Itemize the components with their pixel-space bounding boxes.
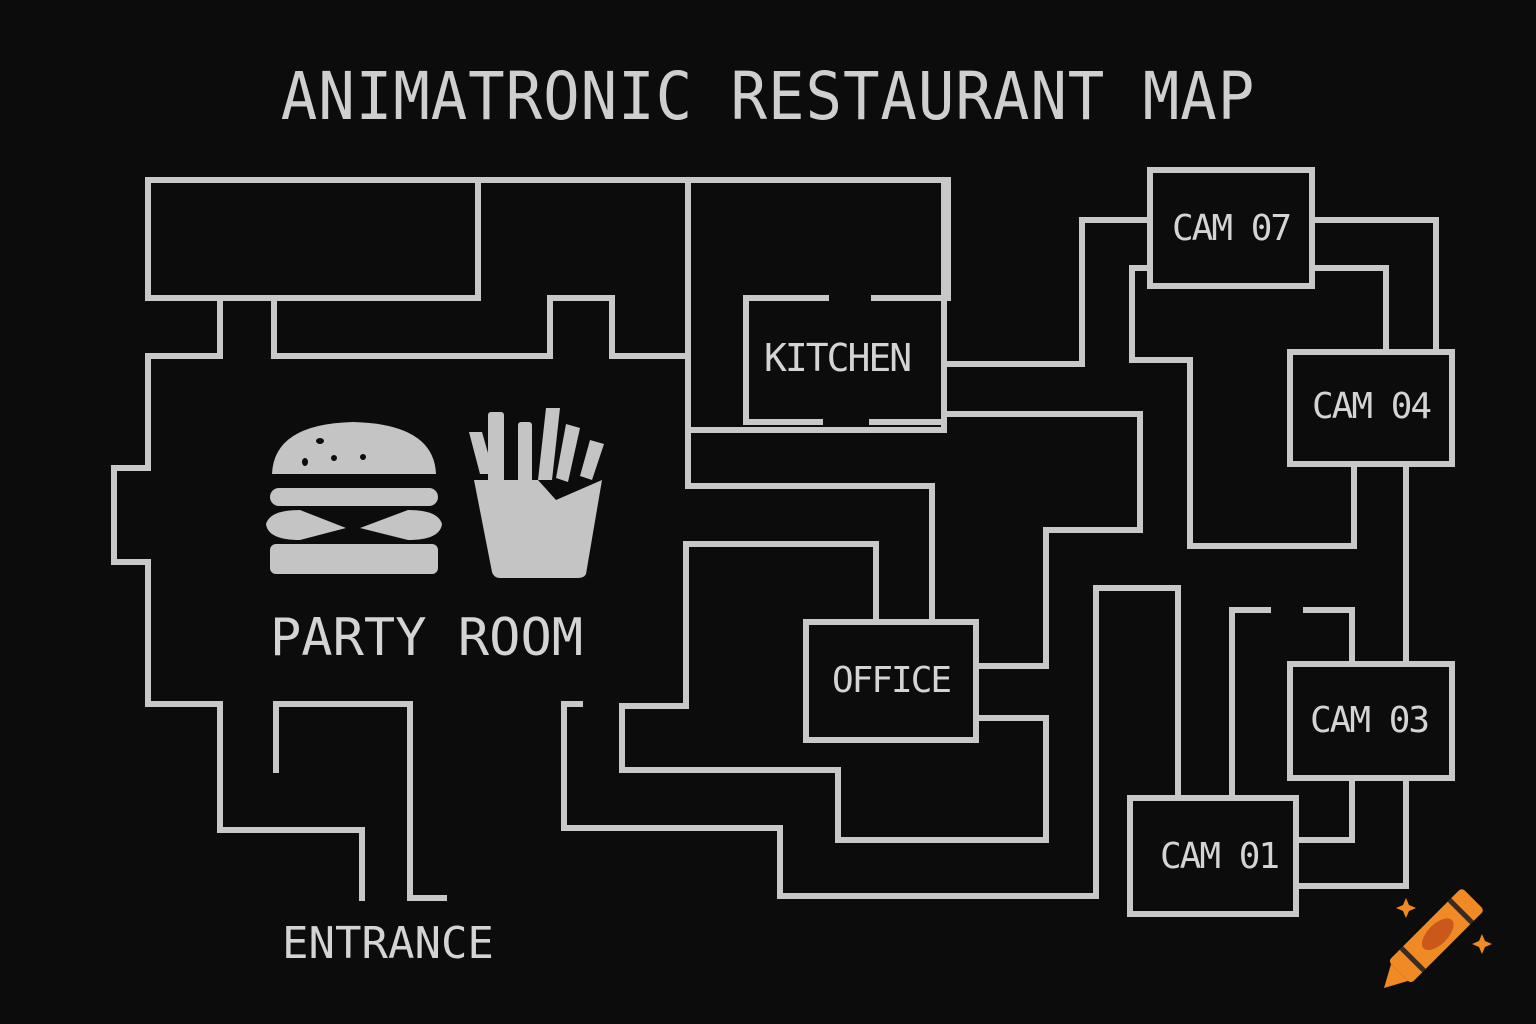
camera-cam01[interactable]: CAM 01 <box>1160 836 1280 877</box>
camera-cam07[interactable]: CAM 07 <box>1172 208 1292 249</box>
map-title: ANIMATRONIC RESTAURANT MAP <box>280 58 1256 135</box>
camera-cam03[interactable]: CAM 03 <box>1310 700 1430 741</box>
burger-icon <box>266 422 442 574</box>
room-label-entrance: ENTRANCE <box>282 918 494 969</box>
map-walls <box>111 167 1455 917</box>
fries-icon <box>469 408 604 578</box>
camera-cam04[interactable]: CAM 04 <box>1312 386 1432 427</box>
room-label-party-room: PARTY ROOM <box>270 608 584 668</box>
room-label-office: OFFICE <box>832 660 952 701</box>
crayon-logo-icon <box>1384 889 1492 988</box>
room-label-kitchen: KITCHEN <box>764 336 912 380</box>
